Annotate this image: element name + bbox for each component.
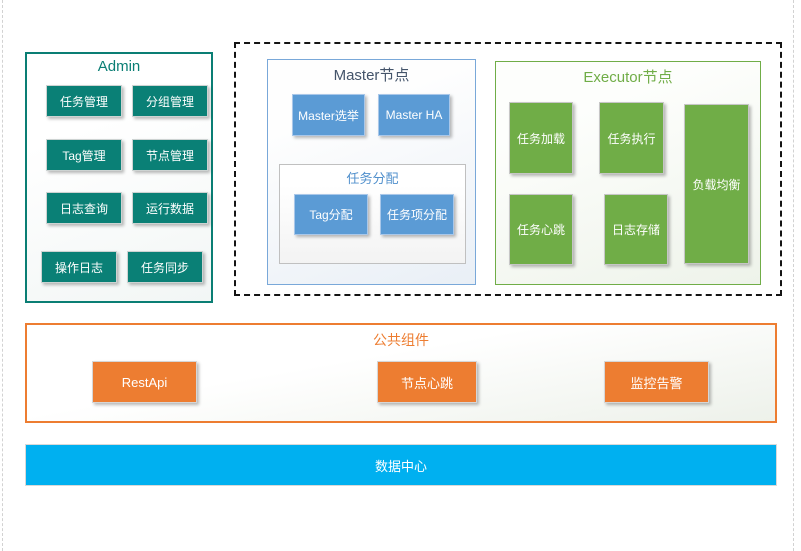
admin-item-node-management: 节点管理 xyxy=(132,139,208,171)
data-center-label: 数据中心 xyxy=(374,458,427,474)
executor-item-task-execute: 任务执行 xyxy=(599,102,664,174)
data-center-bar: 数据中心 xyxy=(25,444,777,486)
master-item-master-election: Master选举 xyxy=(292,94,365,136)
master-item-master-ha: Master HA xyxy=(378,94,450,136)
executor-item-log-storage: 日志存储 xyxy=(604,194,668,265)
admin-title: Admin xyxy=(97,58,141,75)
common-item-monitor-alert: 监控告警 xyxy=(604,361,709,403)
executor-item-task-heartbeat: 任务心跳 xyxy=(509,194,573,265)
master-node-title: Master节点 xyxy=(333,67,410,84)
admin-item-task-sync: 任务同步 xyxy=(127,251,203,283)
admin-item-group-management: 分组管理 xyxy=(132,85,208,117)
executor-item-load-balance: 负载均衡 xyxy=(684,104,749,264)
master-node-panel: Master节点 Master选举 Master HA 任务分配 Tag分配 任… xyxy=(267,59,476,285)
admin-panel: Admin 任务管理 分组管理 Tag管理 节点管理 日志查询 运行数据 操作日… xyxy=(25,52,213,303)
dispatch-item-tag-dispatch: Tag分配 xyxy=(294,194,368,235)
admin-item-operation-log: 操作日志 xyxy=(41,251,117,283)
page-margin-guide-right xyxy=(793,0,794,551)
common-components-panel: 公共组件 RestApi 节点心跳 监控告警 xyxy=(25,323,777,423)
task-dispatch-title: 任务分配 xyxy=(346,171,399,186)
admin-item-log-query: 日志查询 xyxy=(46,192,122,224)
executor-item-task-load: 任务加载 xyxy=(509,102,573,174)
executor-node-panel: Executor节点 任务加载 任务执行 任务心跳 日志存储 负载均衡 xyxy=(495,61,761,285)
common-item-rest-api: RestApi xyxy=(92,361,197,403)
common-item-node-heartbeat: 节点心跳 xyxy=(377,361,477,403)
page-margin-guide-left xyxy=(2,0,3,551)
common-components-title: 公共组件 xyxy=(373,332,429,348)
dispatch-item-task-item-dispatch: 任务项分配 xyxy=(380,194,454,235)
cluster-boundary: Master节点 Master选举 Master HA 任务分配 Tag分配 任… xyxy=(234,42,782,296)
admin-item-task-management: 任务管理 xyxy=(46,85,122,117)
executor-node-title: Executor节点 xyxy=(583,69,673,86)
admin-item-runtime-data: 运行数据 xyxy=(132,192,208,224)
task-dispatch-box: 任务分配 Tag分配 任务项分配 xyxy=(279,164,466,264)
admin-item-tag-management: Tag管理 xyxy=(46,139,122,171)
